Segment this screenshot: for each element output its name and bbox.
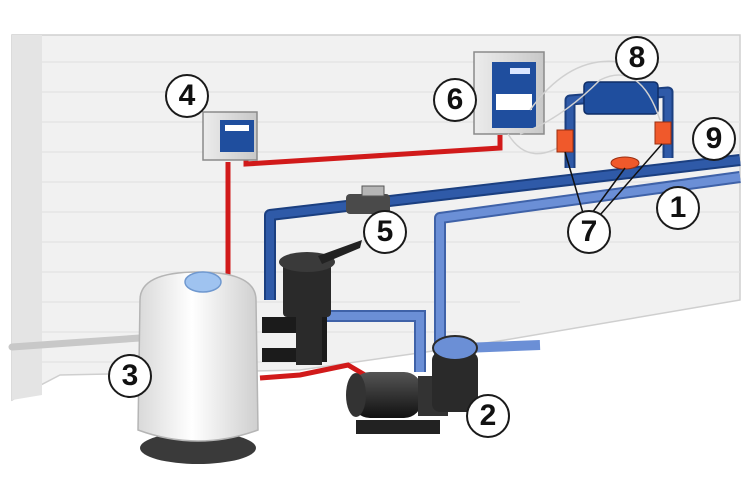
main-pipes: [264, 154, 741, 390]
callout-7: 7: [567, 210, 611, 254]
callout-4: 4: [165, 74, 209, 118]
callout-1: 1: [656, 186, 700, 230]
callout-8: 8: [615, 36, 659, 80]
sand-filter-tank: [137, 271, 259, 464]
callout-6: 6: [433, 78, 477, 122]
electrolysis-controller: [473, 51, 545, 135]
control-cable: [243, 135, 503, 167]
callout-7-leaders: [564, 143, 663, 216]
electrolysis-cell: [583, 81, 659, 115]
callout-5: 5: [363, 210, 407, 254]
callout-2: 2: [466, 394, 510, 438]
electrical-box: [202, 111, 258, 161]
callout-3: 3: [108, 354, 152, 398]
multiport-valve: [279, 240, 362, 365]
pump-cable: [259, 362, 367, 381]
sensor-probes: [556, 121, 672, 170]
pool-pump: [346, 335, 478, 434]
grey-pipe: [8, 334, 144, 351]
flow-switch: [346, 185, 390, 214]
callout-9: 9: [692, 117, 736, 161]
